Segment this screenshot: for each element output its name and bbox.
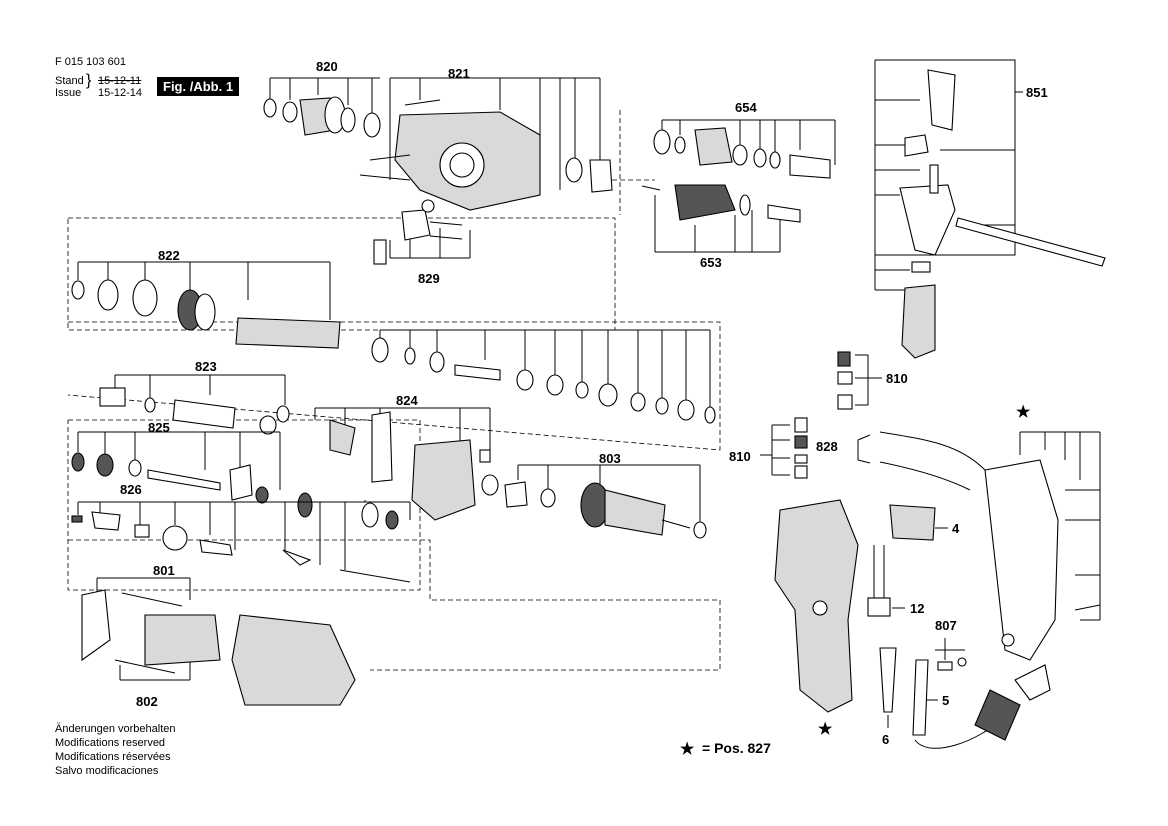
group-821 — [359, 77, 613, 211]
callout-823: 823 — [195, 359, 217, 374]
group-4 — [889, 504, 948, 541]
group-829 — [373, 199, 471, 265]
leader-lines — [760, 91, 1023, 456]
star-mark-bottom: ★ — [818, 721, 833, 738]
callout-822: 822 — [158, 248, 180, 263]
callout-821: 821 — [448, 66, 470, 81]
group-822 — [71, 261, 341, 349]
callout-829: 829 — [418, 271, 440, 286]
group-826 — [71, 500, 411, 583]
callout-851: 851 — [1026, 85, 1048, 100]
legend-text: = Pos. 827 — [702, 740, 771, 756]
group-653 — [641, 184, 801, 253]
callout-6: 6 — [882, 732, 890, 747]
issue-label: Issue — [55, 87, 82, 99]
callout-12: 12 — [910, 601, 925, 616]
stand-label: Stand — [55, 75, 84, 87]
callout-653: 653 — [700, 255, 722, 270]
callout-828: 828 — [816, 439, 838, 454]
frame-823-824 — [67, 321, 721, 451]
group-801-802 — [81, 577, 356, 706]
issue-date: 15-12-14 — [98, 87, 143, 99]
group-810-upper — [837, 351, 869, 410]
callout-820: 820 — [316, 59, 338, 74]
figure-badge: Fig. /Abb. 1 — [157, 77, 240, 96]
note-es: Salvo modificaciones — [55, 765, 159, 777]
callout-803: 803 — [599, 451, 621, 466]
group-824 — [314, 407, 491, 521]
note-de: Änderungen vorbehalten — [55, 723, 176, 735]
callout-810-lower: 810 — [729, 449, 751, 464]
note-fr: Modifications réservées — [55, 751, 171, 763]
callout-4: 4 — [952, 521, 960, 536]
group-822-row2 — [371, 329, 716, 424]
callout-5: 5 — [942, 693, 950, 708]
callout-802: 802 — [136, 694, 158, 709]
group-823 — [99, 374, 290, 435]
frame-825-826 — [67, 419, 421, 591]
frame-801 — [68, 539, 721, 671]
group-820 — [263, 77, 381, 138]
brace-glyph: } — [86, 72, 92, 89]
star-mark-top: ★ — [1016, 404, 1031, 421]
callout-654: 654 — [735, 100, 757, 115]
group-825 — [71, 431, 313, 518]
group-828 — [857, 431, 986, 491]
callout-810-upper: 810 — [886, 371, 908, 386]
group-807 — [935, 638, 967, 671]
group-5-6 — [879, 647, 1051, 749]
callout-801: 801 — [153, 563, 175, 578]
doc-number: F 015 103 601 — [55, 56, 126, 68]
group-803 — [481, 464, 707, 539]
legend-star: ★ — [680, 741, 695, 758]
group-810-lower — [771, 417, 808, 479]
group-handle-right — [984, 431, 1101, 661]
group-654 — [653, 119, 836, 179]
callout-825: 825 — [148, 420, 170, 435]
callout-826: 826 — [120, 482, 142, 497]
group-851 — [874, 59, 1106, 359]
callout-824: 824 — [396, 393, 418, 408]
group-12 — [867, 545, 905, 617]
note-en: Modifications reserved — [55, 737, 166, 749]
group-handle-left — [774, 499, 859, 713]
stand-date: 15-12-11 — [98, 75, 142, 87]
callout-807: 807 — [935, 618, 957, 633]
